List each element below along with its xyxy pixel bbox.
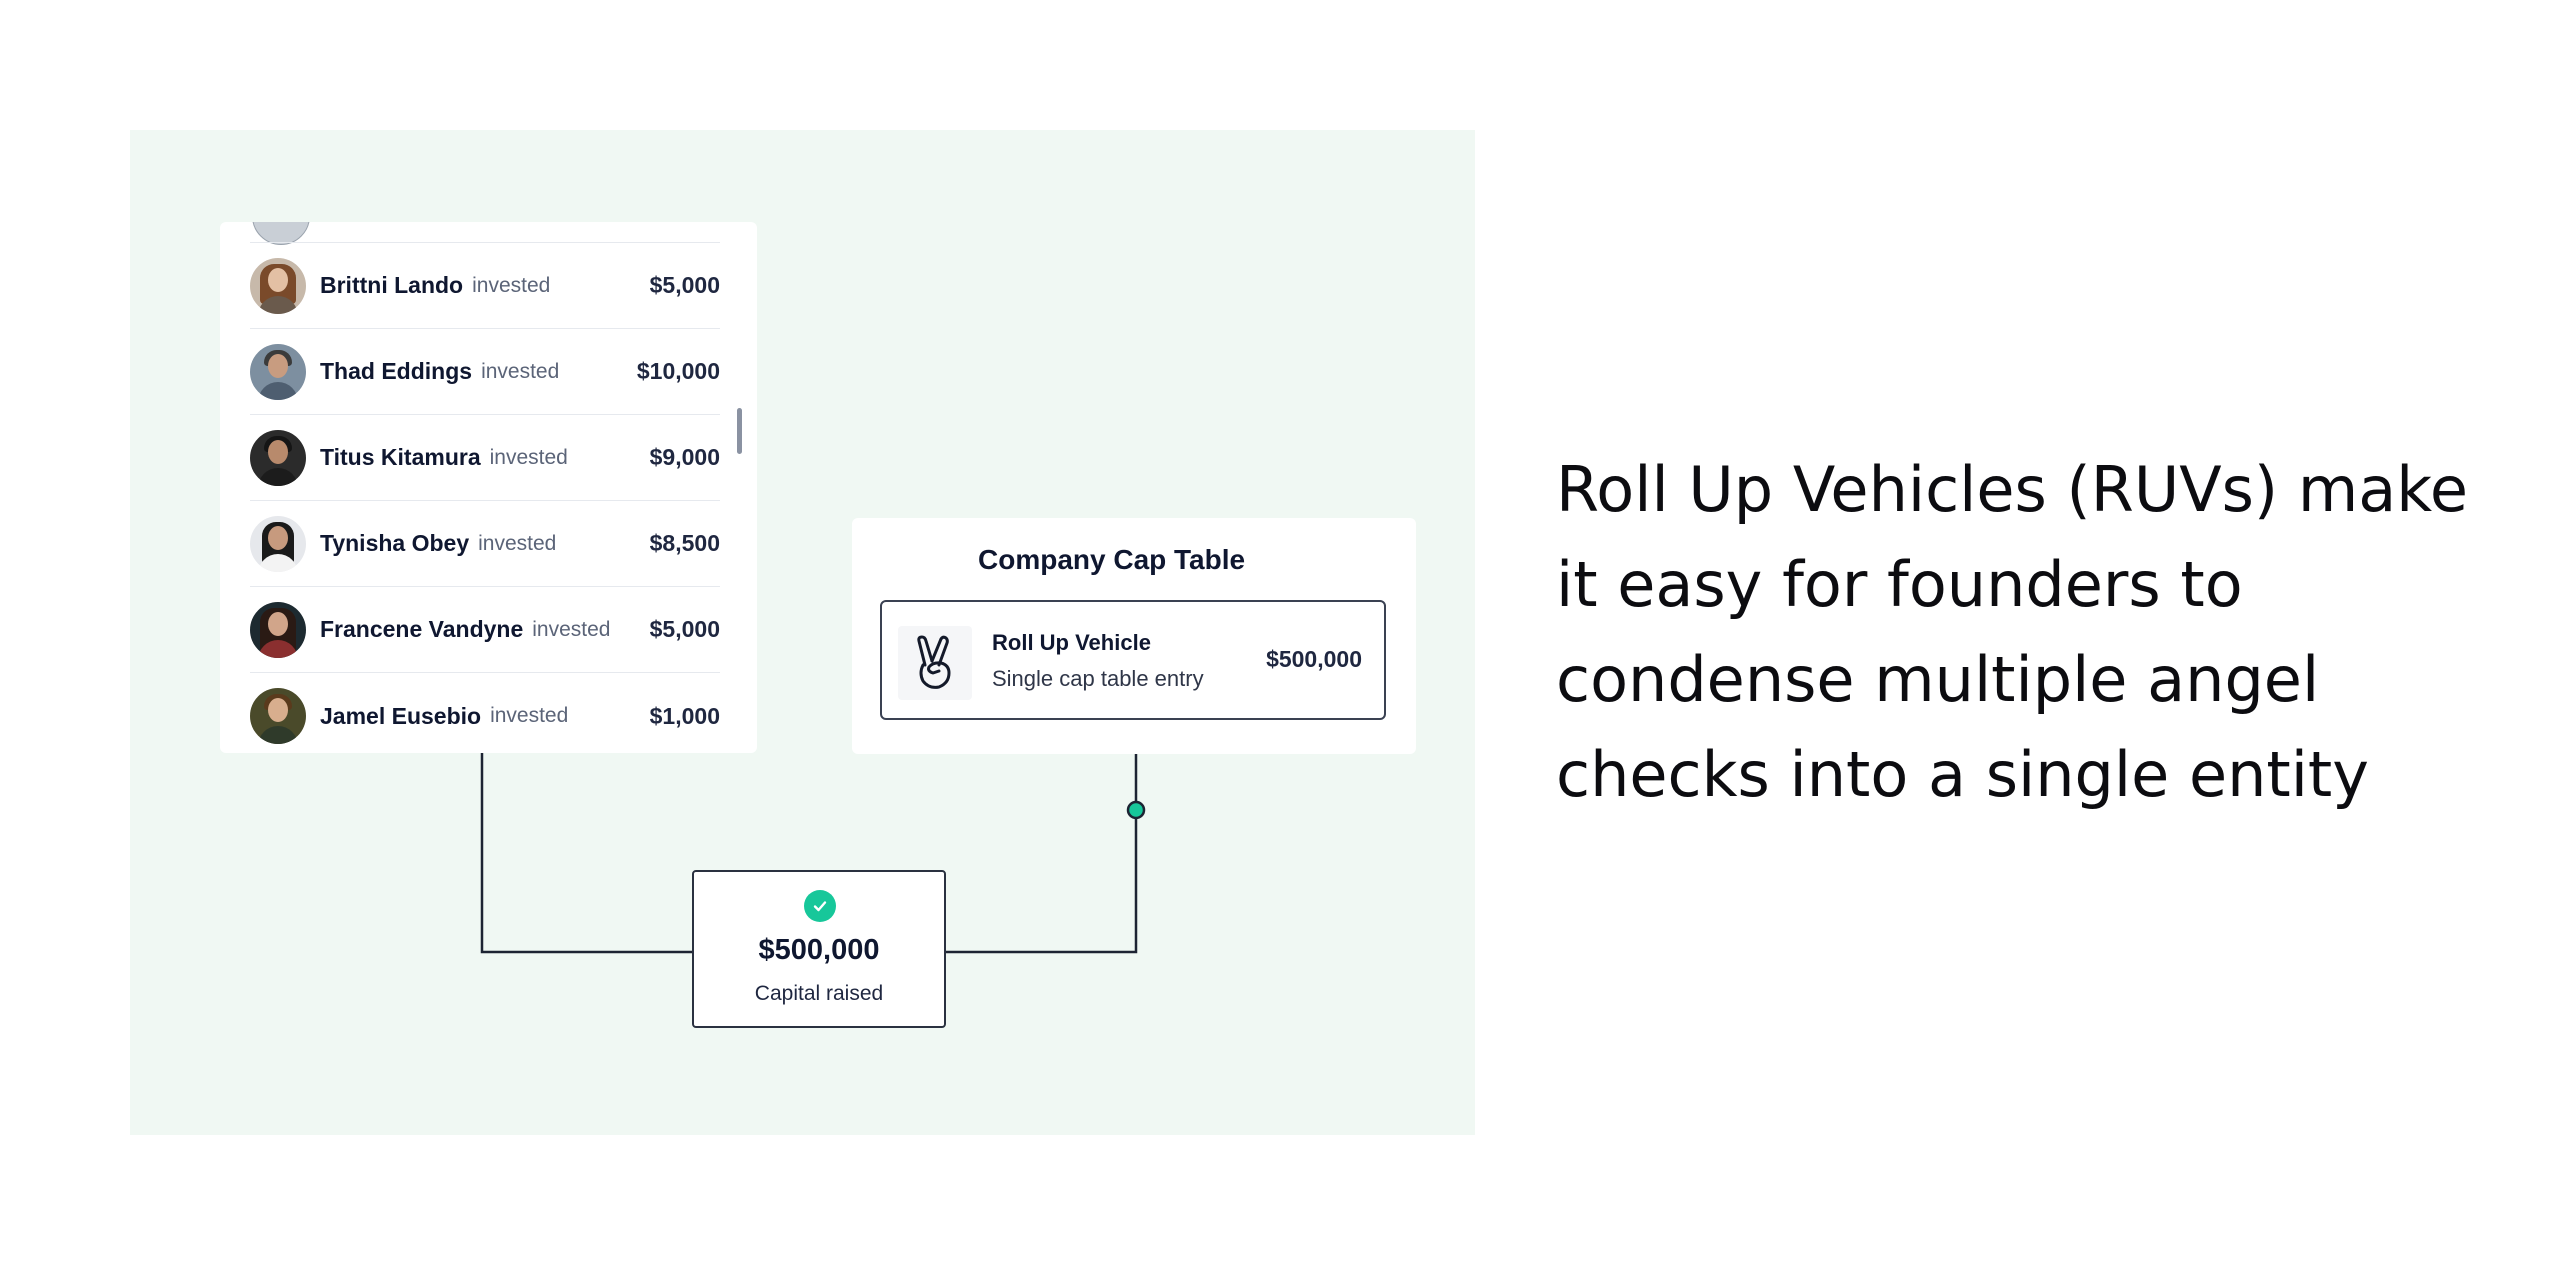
capital-raised-amount: $500,000 — [758, 934, 880, 966]
entry-subtitle: Single cap table entry — [992, 666, 1204, 691]
avatar — [250, 343, 306, 400]
list-item: Jamel Eusebio invested $1,000 — [250, 673, 720, 753]
investor-name: Jamel Eusebio — [320, 702, 482, 729]
list-scrollbar[interactable] — [737, 408, 742, 454]
cap-table-entry[interactable]: Roll Up Vehicle Single cap table entry $… — [880, 600, 1386, 720]
avatar — [250, 688, 306, 744]
investor-name: Tynisha Obey — [320, 530, 470, 556]
cap-table-card: Company Cap Table Roll Up Vehicle Single… — [852, 518, 1416, 754]
capital-raised-card: $500,000 Capital raised — [692, 870, 946, 1028]
list-item: Brittni Lando invested $5,000 — [250, 243, 720, 329]
check-icon — [804, 890, 836, 922]
investor-name: Francene Vandyne — [320, 616, 524, 642]
investor-name: Brittni Lando — [320, 272, 464, 298]
avatar — [250, 257, 306, 314]
peace-hand-icon — [898, 626, 972, 700]
list-item: Titus Kitamura invested $9,000 — [250, 415, 720, 501]
investor-verb: invested — [472, 273, 551, 297]
investor-amount: $5,000 — [649, 616, 720, 642]
avatar — [250, 515, 306, 572]
investor-verb: invested — [489, 445, 568, 469]
capital-raised-label: Capital raised — [754, 982, 884, 1005]
entry-name: Roll Up Vehicle — [992, 630, 1151, 655]
investor-list[interactable]: Brittni Lando invested $5,000 Thad Eddin… — [220, 222, 757, 753]
investor-name: Thad Eddings — [320, 358, 473, 384]
avatar — [250, 429, 306, 486]
entry-amount: $500,000 — [1266, 646, 1362, 672]
investor-verb: invested — [490, 704, 569, 727]
divider — [250, 242, 720, 243]
investor-amount: $1,000 — [649, 702, 720, 729]
investor-verb: invested — [478, 531, 557, 555]
investor-amount: $9,000 — [649, 444, 720, 470]
investor-verb: invested — [481, 359, 560, 383]
list-item: Thad Eddings invested $10,000 — [250, 329, 720, 415]
list-item: Tynisha Obey invested $8,500 — [250, 501, 720, 587]
investor-name: Titus Kitamura — [320, 444, 481, 470]
investor-amount: $5,000 — [649, 272, 720, 298]
avatar — [250, 601, 306, 658]
investor-verb: invested — [532, 617, 611, 641]
investor-amount: $8,500 — [649, 530, 720, 556]
cap-table-title: Company Cap Table — [978, 544, 1246, 575]
list-item: Francene Vandyne invested $5,000 — [250, 587, 720, 673]
headline: Roll Up Vehicles (RUVs) make it easy for… — [1556, 453, 2469, 811]
investor-amount: $10,000 — [636, 358, 720, 384]
